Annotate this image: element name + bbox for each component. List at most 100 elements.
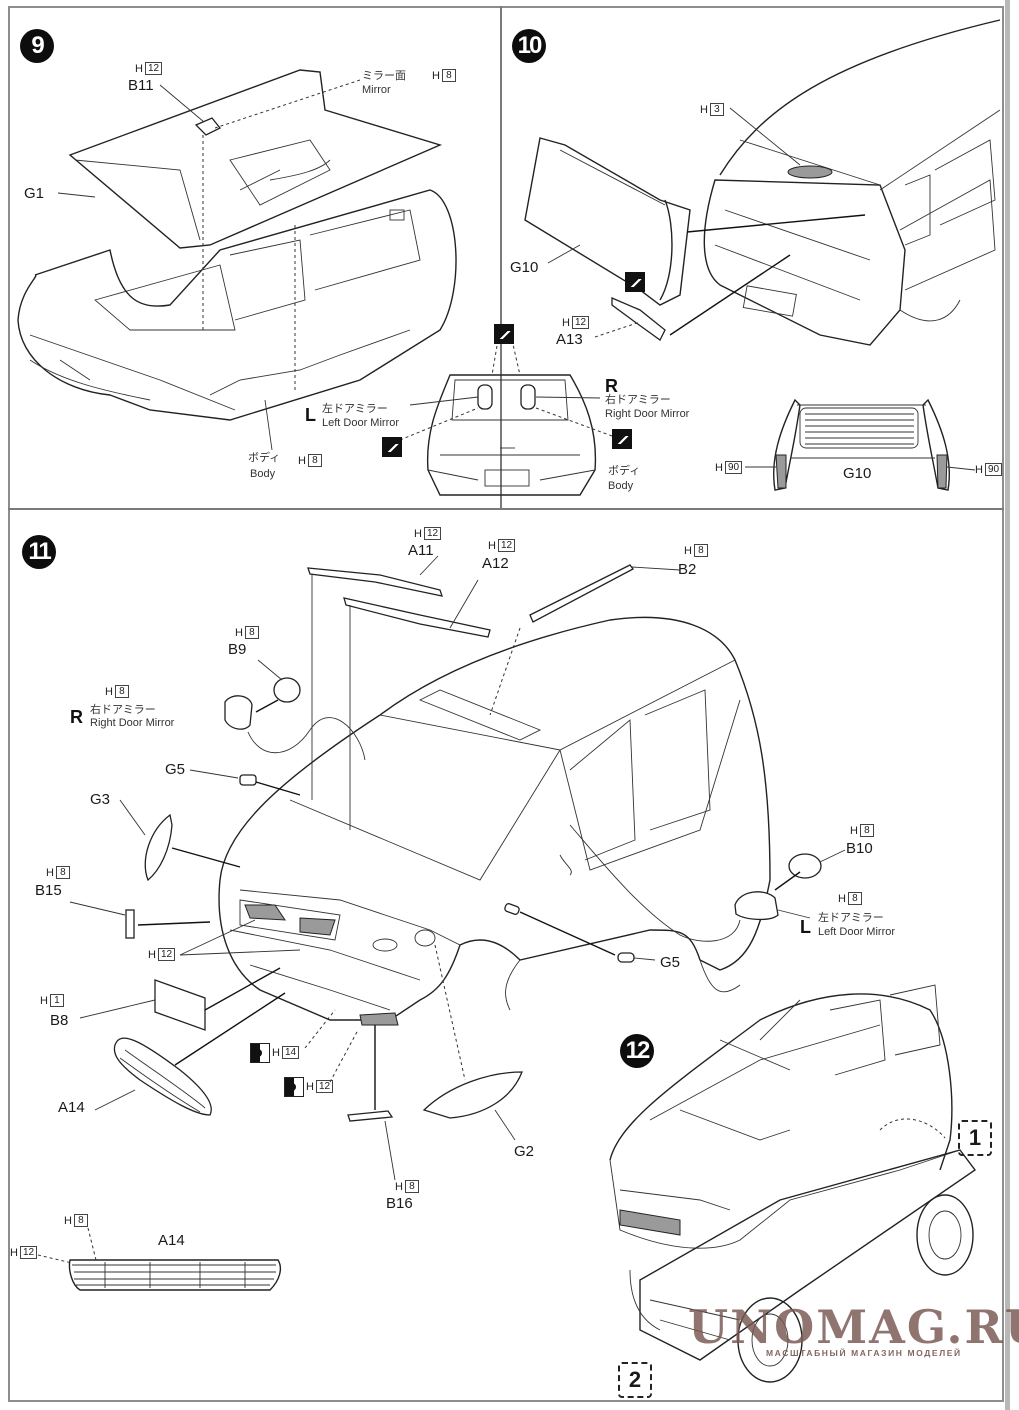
l-mirror-path (569, 824, 741, 942)
b16-leader (384, 1120, 396, 1181)
b2-guide (489, 627, 521, 716)
part-label-a12: A12 (482, 555, 509, 572)
step10-arrow-1 (686, 214, 866, 233)
part-label-b9: B9 (228, 641, 247, 658)
decal-icon-left (382, 437, 402, 457)
left-mirror-jp-11: 左ドアミラー (818, 912, 884, 924)
g5-leader (189, 769, 239, 779)
step11-left-mirror (734, 891, 779, 921)
step11-part-g5-side-mount (504, 903, 520, 915)
step12-assembly (609, 984, 976, 1383)
step9-part-b11 (194, 117, 222, 136)
step11-part-g5-side (617, 952, 635, 963)
step-number-9: 9 (20, 29, 54, 63)
part-label-a14: A14 (58, 1099, 85, 1116)
part-label-b15: B15 (35, 882, 62, 899)
left-mirror-en-11: Left Door Mirror (818, 926, 896, 938)
part-label-g2: G2 (514, 1143, 535, 1160)
g2-guide (434, 944, 466, 1081)
step-number-11: 11 (22, 535, 56, 569)
part-label-g5-top: G5 (165, 761, 186, 778)
b11-leader (159, 84, 205, 123)
g2-leader (494, 1109, 516, 1141)
divider-step9-10 (500, 6, 502, 510)
grille-left-h12 (244, 904, 286, 921)
fog-lamp-h12 (359, 1012, 399, 1026)
mirror-leader (214, 79, 361, 129)
step11-part-a12 (343, 597, 491, 638)
mirror-jp-label: ミラー面 (362, 70, 406, 82)
body-jp-label-10: ボディ (608, 465, 641, 477)
decal-chk-h12 (284, 1077, 304, 1097)
mirror-en-label: Mirror (362, 84, 391, 96)
b9-leader (257, 659, 283, 681)
body-en-label-10: Body (608, 480, 634, 492)
b15-leader (69, 901, 126, 916)
step11-part-b16 (347, 1110, 394, 1122)
divider-row-1 (8, 508, 1004, 510)
a14-slats (119, 1049, 206, 1113)
wiper-leaders (419, 555, 681, 629)
step11-part-g2 (422, 1071, 523, 1119)
wiper-guides (311, 575, 351, 830)
l-mirror-leader (409, 396, 479, 406)
decal-icon-top (494, 324, 514, 344)
part-label-a13: A13 (556, 331, 583, 348)
g1-leader (57, 192, 96, 198)
watermark-title: UNOMAG.RU (688, 1300, 1019, 1354)
r-mirror-leader (535, 396, 601, 399)
b9-arrow (255, 699, 279, 713)
b15-arrow (137, 921, 211, 926)
step10-g10-detail (773, 398, 950, 491)
part-label-b11: B11 (128, 77, 154, 94)
decal-h-leaders (304, 1009, 359, 1083)
watermark-subtitle: МАСШТАБНЫЙ МАГАЗИН МОДЕЛЕЙ (766, 1348, 962, 1358)
step-number-12: 12 (620, 1034, 654, 1068)
step11-car-body (218, 616, 771, 1026)
step10-h3-light (787, 165, 833, 179)
left-mirror-en-9: Left Door Mirror (322, 417, 400, 429)
a14-detail-leaders (37, 1227, 97, 1264)
b8-leader (79, 999, 156, 1019)
g5-side-arrow (519, 911, 616, 956)
g3-arrow (171, 847, 241, 868)
right-mirror-en-11: Right Door Mirror (90, 717, 175, 729)
g5-side-leader (633, 957, 656, 961)
a14-arrow (174, 992, 286, 1066)
step10-rear-view-car (426, 374, 597, 496)
step11-part-b10 (788, 853, 822, 879)
decal-icon-a13 (625, 272, 645, 292)
left-mirror-leaders (777, 849, 846, 919)
rear-view-decal-leader (491, 339, 521, 376)
step9-roof-panel-g1 (68, 69, 443, 249)
step11-part-g3 (144, 813, 173, 882)
step-number-10: 10 (512, 29, 546, 63)
callout-1-guide (879, 1118, 946, 1139)
b10-arrow (774, 871, 801, 891)
step11-part-b8 (154, 979, 206, 1031)
part-label-g10: G10 (510, 259, 539, 276)
h90-leaders (745, 466, 976, 471)
body-en-label-9: Body (250, 468, 276, 480)
callout-1: 1 (958, 1120, 992, 1156)
right-mirror-jp-10: 右ドアミラー (605, 394, 671, 406)
grille-h12-leader (179, 919, 301, 956)
step10-rear-body (703, 19, 1001, 346)
right-mirror-en-10: Right Door Mirror (605, 408, 690, 420)
right-mirror-small (520, 384, 536, 410)
